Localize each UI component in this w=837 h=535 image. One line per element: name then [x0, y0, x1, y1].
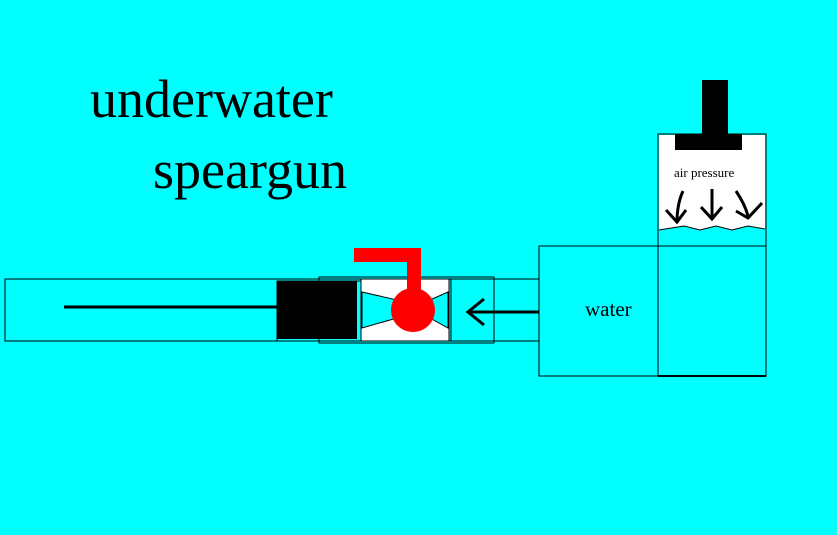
- water-label: water: [585, 297, 632, 321]
- valve-ball: [391, 288, 435, 332]
- piston: [277, 281, 357, 339]
- water-tank: [538, 245, 767, 377]
- valve-seat-right: [450, 278, 495, 342]
- pump-plunger: [675, 134, 742, 150]
- down-arrow-icon: [664, 189, 764, 225]
- water-surface: [658, 225, 766, 231]
- air-space: [659, 135, 765, 230]
- title-line-1: underwater: [90, 69, 333, 129]
- barrel-tube: [4, 278, 541, 342]
- valve-handle: [354, 248, 421, 293]
- air-pressure-label: air pressure: [674, 165, 735, 180]
- title-line-2: speargun: [153, 140, 347, 200]
- pump-rod: [702, 80, 728, 142]
